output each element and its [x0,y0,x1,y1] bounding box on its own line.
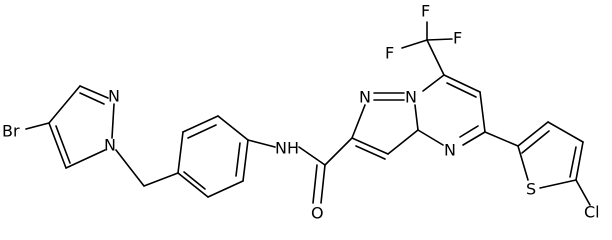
atom-pyrazole-n2: N [108,87,120,106]
bond-th-c4-c5 [575,141,584,181]
bond-c3a-n7a [414,104,419,131]
atom-cf3-f-left: F [385,44,394,63]
bond-co-o [320,164,326,204]
atom-pyrazole-n1: N [104,136,116,155]
structure-drawing: Br N N NH O N N N F F F S Cl [2,2,600,223]
bond-c5-n4-inner [459,125,479,138]
bond-c7-c6 [443,74,481,93]
atom-core-n7a: N [405,88,417,107]
bond-th-c4-c5-inner [569,146,577,178]
bond-c2-n1 [351,104,366,139]
bond-ph-e [207,180,244,198]
atom-labels: Br N N NH O N N N F F F S Cl [2,2,600,223]
bond-pz-c4-c5 [48,122,67,169]
atom-cf3-f-top: F [421,2,430,21]
atom-core-n4: N [444,141,456,160]
bond-c5-n4 [462,131,486,146]
bond-pz-c4-c5-inner [55,125,71,164]
atom-cl: Cl [584,203,600,222]
bond-c2-c3-inner [355,145,386,160]
bond-cf3-f-left [401,39,428,49]
bond-pz-c4-c3 [48,85,81,124]
atom-carbonyl-o: O [311,204,324,223]
atom-core-n1: N [359,88,371,107]
bond-c7-c6-inner [446,82,477,98]
bond-ph-f [177,172,209,198]
bond-c3-c3a [387,129,419,155]
atom-amide-nh: NH [275,139,299,158]
bond-pz-n1-c5 [65,149,106,169]
bond-ph-b-inner [187,124,217,139]
bond-pz-c3-n2-inner [79,92,105,105]
bond-pz-c3-n2 [79,85,109,99]
bond-ph-d [242,139,249,182]
bond-br-c4 [25,122,50,130]
bond-c6-c5 [479,91,486,133]
atom-cf3-f-right: F [453,29,462,48]
bonds [25,21,591,206]
bond-nh-co [298,146,326,166]
bond-ph-c [217,115,249,141]
bond-th-c5-s [539,179,577,189]
bond-co-c2 [324,137,353,166]
bond-c5-th [484,131,519,147]
bond-th-c3-c4 [547,121,584,143]
bond-th-s-c2 [517,145,529,181]
bond-n1-ch2 [115,149,145,187]
bond-ph-f-inner [183,171,206,190]
bond-n4-c3a [417,129,444,146]
bond-th-c2-c3 [517,121,549,147]
bond-ph-b [182,115,219,133]
bond-ph-a [177,131,184,174]
bond-th-c5-cl [575,179,591,206]
bond-co-o-inner [312,164,318,204]
atom-br: Br [2,122,20,141]
bond-th-c2-c3-inner [521,130,550,154]
bond-c2-c3 [351,137,389,155]
bond-ph-d-inner [235,142,241,177]
bond-c7-cf3 [426,39,445,76]
bond-n7a-c7 [422,74,445,92]
bond-pz-n2-n1 [111,103,115,139]
molecule-canvas: Br N N NH O N N N F F F S Cl [2,2,600,223]
atom-thiophene-s: S [526,180,536,199]
bond-cf3-f-right [426,38,453,41]
bond-ch2-ph [143,172,179,187]
bond-ph-nh [247,139,276,148]
